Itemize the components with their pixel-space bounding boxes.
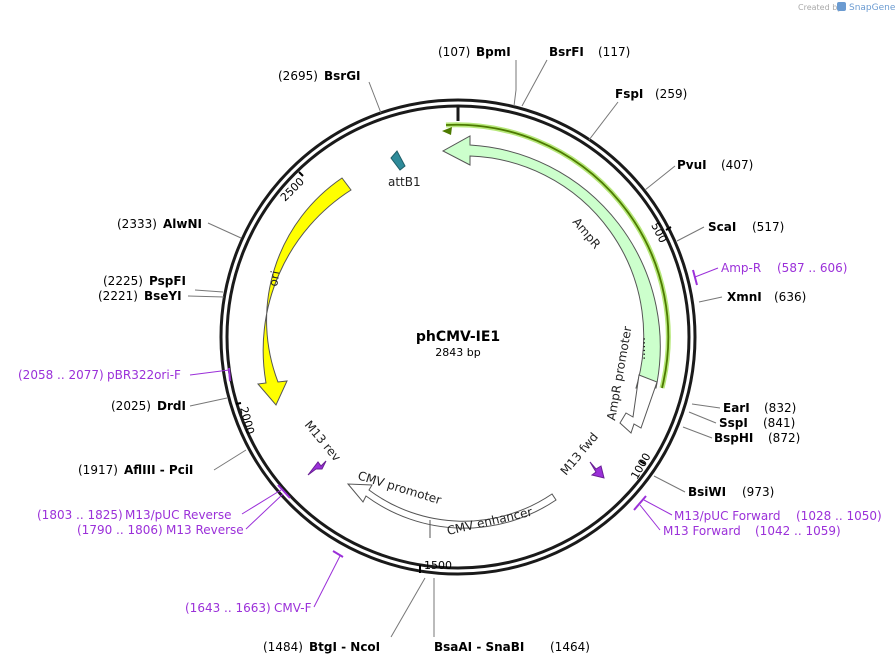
site-scai-pos: (517): [752, 220, 784, 234]
ampr-feature-arrow[interactable]: [441, 135, 661, 389]
m13-fwd-arrow[interactable]: [589, 461, 605, 479]
site-sspi-name: SspI: [719, 416, 748, 430]
site-pcii-name: AflIII - PciI: [124, 463, 193, 477]
primer-ampr-range: (587 .. 606): [777, 261, 847, 275]
site-leaders: [187, 59, 723, 638]
site-bsphi-pos: (872): [768, 431, 800, 445]
site-bsiwi-pos: (973): [742, 485, 774, 499]
site-pvui-pos: (407): [721, 158, 753, 172]
site-drdi-name: DrdI: [157, 399, 186, 413]
tick-1500: 1500: [424, 559, 452, 572]
ampr-dotted-mark: ......: [634, 337, 648, 360]
ampr-promoter-arrow[interactable]: [619, 374, 658, 434]
ampr-orf-line: [445, 123, 670, 389]
site-pvui-name: PvuI: [677, 158, 707, 172]
site-fspi-name: FspI: [615, 87, 643, 101]
site-ncoi-name: BtgI - NcoI: [309, 640, 380, 654]
primer-labels: Amp-R (587 .. 606) M13/pUC Forward (1028…: [18, 261, 882, 615]
m13-rev-label: M13 rev: [302, 418, 344, 464]
snapgene-logo-icon: [837, 2, 846, 11]
primer-marks: [189, 267, 719, 608]
site-sspi-pos: (841): [763, 416, 795, 430]
site-pcii-pos: (1917): [78, 463, 118, 477]
site-bpmi-pos: (107): [438, 45, 470, 59]
primer-m13puc-fwd-name: M13/pUC Forward: [674, 509, 781, 523]
credit-name: SnapGene: [849, 3, 896, 13]
ori-label: ori: [266, 270, 282, 288]
primer-cmvf-name: CMV-F: [274, 601, 312, 615]
site-xmni-name: XmnI: [727, 290, 762, 304]
primer-ampr-name: Amp-R: [721, 261, 761, 275]
site-bsrfi-pos: (117): [598, 45, 630, 59]
site-fspi-pos: (259): [655, 87, 687, 101]
primer-m13-rev-name: M13 Reverse: [166, 523, 244, 537]
ampr-promoter-label: AmpR promoter: [604, 325, 634, 421]
site-alwni-name: AlwNI: [163, 217, 202, 231]
site-bsrfi-name: BsrFI: [549, 45, 584, 59]
m13-fwd-label: M13 fwd: [558, 430, 601, 478]
primer-m13puc-rev-range: (1803 .. 1825): [37, 508, 123, 522]
ampr-label: AmpR: [570, 215, 604, 251]
site-xmni-pos: (636): [774, 290, 806, 304]
site-ncoi-pos: (1484): [263, 640, 303, 654]
site-bseyi-name: BseYI: [144, 289, 182, 303]
site-bpmi-name: BpmI: [476, 45, 511, 59]
primer-m13-fwd-range: (1042 .. 1059): [755, 524, 841, 538]
primer-m13-rev-range: (1790 .. 1806): [77, 523, 163, 537]
site-pspfi-pos: (2225): [103, 274, 143, 288]
ori-feature-arrow[interactable]: [257, 177, 352, 406]
cmv-arrow[interactable]: [346, 483, 557, 529]
site-eari-pos: (832): [764, 401, 796, 415]
site-bsrgi-pos: (2695): [278, 69, 318, 83]
site-bsrgi-name: BsrGI: [324, 69, 361, 83]
primer-m13-fwd-name: M13 Forward: [663, 524, 741, 538]
plasmid-name: phCMV-IE1: [416, 329, 500, 345]
site-snabi-name: BsaAI - SnaBI: [434, 640, 524, 654]
primer-m13puc-rev-name: M13/pUC Reverse: [125, 508, 232, 522]
site-pspfi-name: PspFI: [149, 274, 186, 288]
m13-rev-arrow[interactable]: [307, 460, 327, 476]
backbone-outer-ring: [219, 98, 697, 576]
attb1-label: attB1: [388, 175, 421, 189]
site-eari-name: EarI: [723, 401, 750, 415]
site-drdi-pos: (2025): [111, 399, 151, 413]
site-bseyi-pos: (2221): [98, 289, 138, 303]
cmv-enhancer-label: CMV enhancer: [446, 505, 534, 538]
site-bsiwi-name: BsiWI: [688, 485, 726, 499]
primer-pbr322-name: pBR322ori-F: [107, 368, 181, 382]
plasmid-length: 2843 bp: [435, 346, 480, 359]
site-bsphi-name: BspHI: [714, 431, 753, 445]
site-scai-name: ScaI: [708, 220, 736, 234]
primer-pbr322-range: (2058 .. 2077): [18, 368, 104, 382]
primer-m13puc-fwd-range: (1028 .. 1050): [796, 509, 882, 523]
site-labels: (107) BpmI BsrFI (117) FspI (259) PvuI (…: [78, 45, 806, 654]
site-alwni-pos: (2333): [117, 217, 157, 231]
ampr-orf-arrowhead: [442, 127, 452, 135]
attb1-feature-arrow[interactable]: [390, 150, 406, 171]
primer-cmvf-range: (1643 .. 1663): [185, 601, 271, 615]
credit-prefix: Created by: [798, 3, 842, 12]
site-snabi-pos: (1464): [550, 640, 590, 654]
